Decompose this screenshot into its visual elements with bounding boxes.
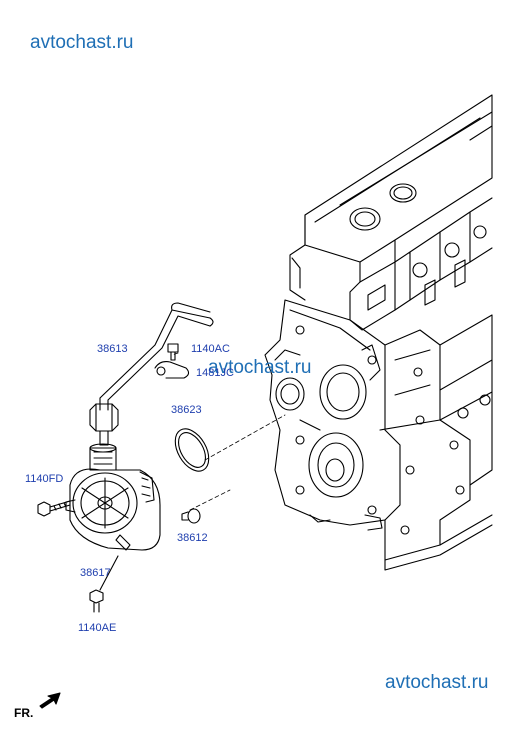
bolt-upper — [167, 343, 179, 361]
front-direction-label: FR. — [14, 706, 34, 720]
hose-clip — [154, 361, 190, 379]
engine-block — [264, 94, 493, 571]
label-38617: 38617 — [80, 567, 111, 579]
o-ring — [174, 428, 210, 472]
watermark-bottom: avtochast.ru — [385, 672, 489, 693]
label-38613: 38613 — [97, 343, 128, 355]
plug — [181, 508, 201, 524]
label-1140AC: 1140AC — [191, 343, 230, 355]
vacuum-hose — [99, 302, 214, 411]
label-1140AE: 1140AE — [78, 622, 117, 634]
watermark-top: avtochast.ru — [30, 32, 134, 53]
bolt-lower — [89, 555, 119, 613]
label-1140FD: 1140FD — [25, 473, 64, 485]
bolt-left — [37, 500, 71, 517]
fitting-nut — [89, 403, 119, 446]
label-1481JC: 1481JC — [196, 367, 234, 379]
front-arrow-icon — [39, 692, 61, 709]
label-38612: 38612 — [177, 532, 208, 544]
watermark-middle: avtochast.ru — [208, 357, 312, 378]
vacuum-pump — [65, 443, 161, 551]
label-38623: 38623 — [171, 404, 202, 416]
